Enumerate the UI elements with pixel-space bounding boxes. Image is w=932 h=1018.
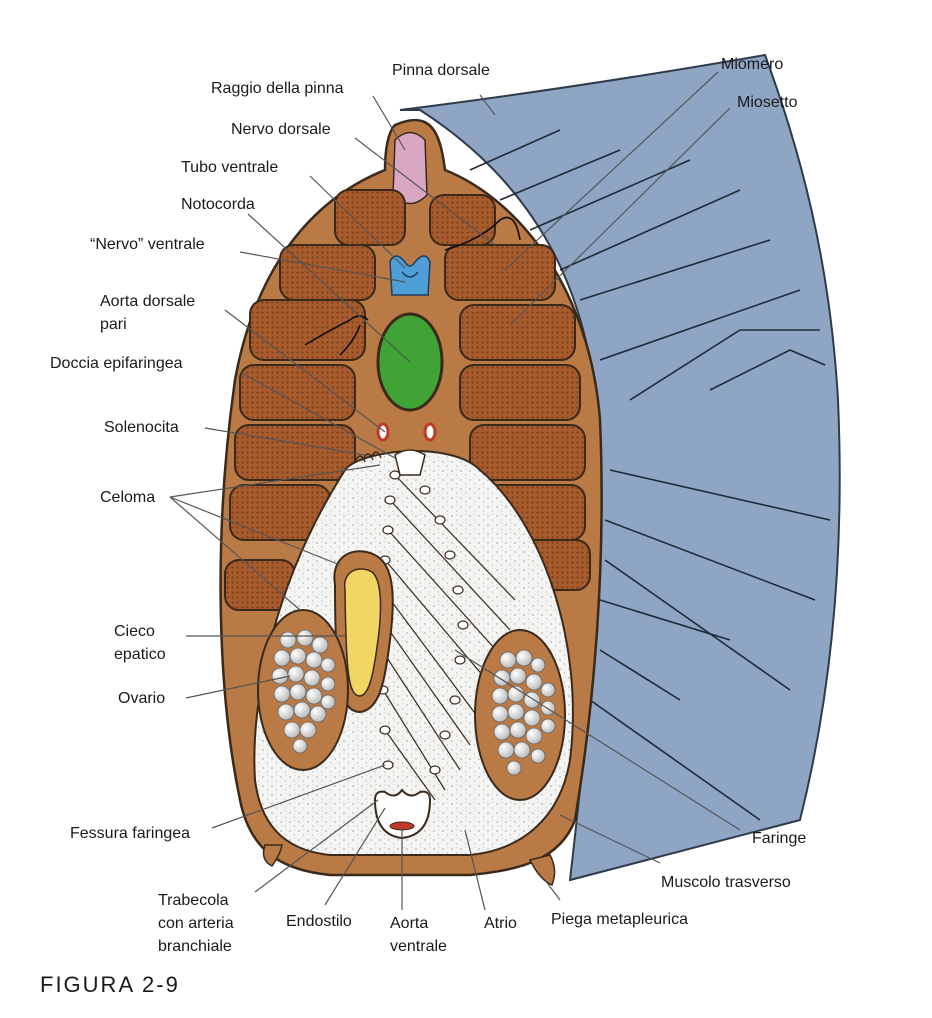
metapleural-fold-left [262, 844, 283, 867]
label-fessura-faringea: Fessura faringea [70, 825, 191, 842]
label-raggio-pinna: Raggio della pinna [211, 80, 344, 97]
label-miomero: Miomero [721, 56, 784, 73]
label-trabecola: Trabecola con arteria branchiale [158, 892, 234, 955]
leader-lines [169, 71, 741, 911]
dorsal-aorta-right [423, 422, 437, 442]
label-solenocita: Solenocita [104, 419, 179, 436]
figure-caption: FIGURA 2-9 [40, 972, 180, 997]
label-celoma: Celoma [100, 489, 156, 506]
solenocytes [354, 451, 382, 463]
hepatic-cecum [344, 568, 382, 697]
label-muscolo-trasverso: Muscolo trasverso [661, 874, 791, 891]
label-nervo-dorsale: Nervo dorsale [231, 121, 331, 138]
myosepta-lines [469, 129, 831, 821]
label-piega-metapleurica: Piega metapleurica [551, 911, 688, 928]
label-faringe: Faringe [752, 830, 807, 847]
metapleural-fold-right [528, 854, 556, 886]
label-doccia-epifaringea: Doccia epifaringea [50, 355, 183, 372]
label-atrio: Atrio [484, 915, 517, 932]
ovary-right-eggs [491, 649, 556, 776]
label-tubo-ventrale: Tubo ventrale [181, 159, 279, 176]
label-endostilo: Endostilo [286, 913, 352, 930]
label-aorta-ventrale: Aorta ventrale [390, 915, 447, 955]
myomeres-left [224, 189, 406, 611]
label-ovario: Ovario [118, 690, 166, 707]
label-cieco-epatico: Cieco epatico [114, 623, 166, 663]
label-miosetto: Miosetto [737, 94, 798, 111]
myomeres-right [429, 194, 591, 591]
epipharyngeal-groove [394, 449, 426, 476]
label-aorta-dorsale: Aorta dorsale pari [100, 293, 196, 333]
label-pinna-dorsale: Pinna dorsale [392, 62, 490, 79]
nerves [304, 216, 521, 356]
nerve-tube [389, 255, 431, 296]
label-notocorda: Notocorda [181, 196, 255, 213]
dorsal-aorta-left [376, 422, 390, 442]
label-nervo-ventrale: “Nervo” ventrale [90, 236, 205, 253]
